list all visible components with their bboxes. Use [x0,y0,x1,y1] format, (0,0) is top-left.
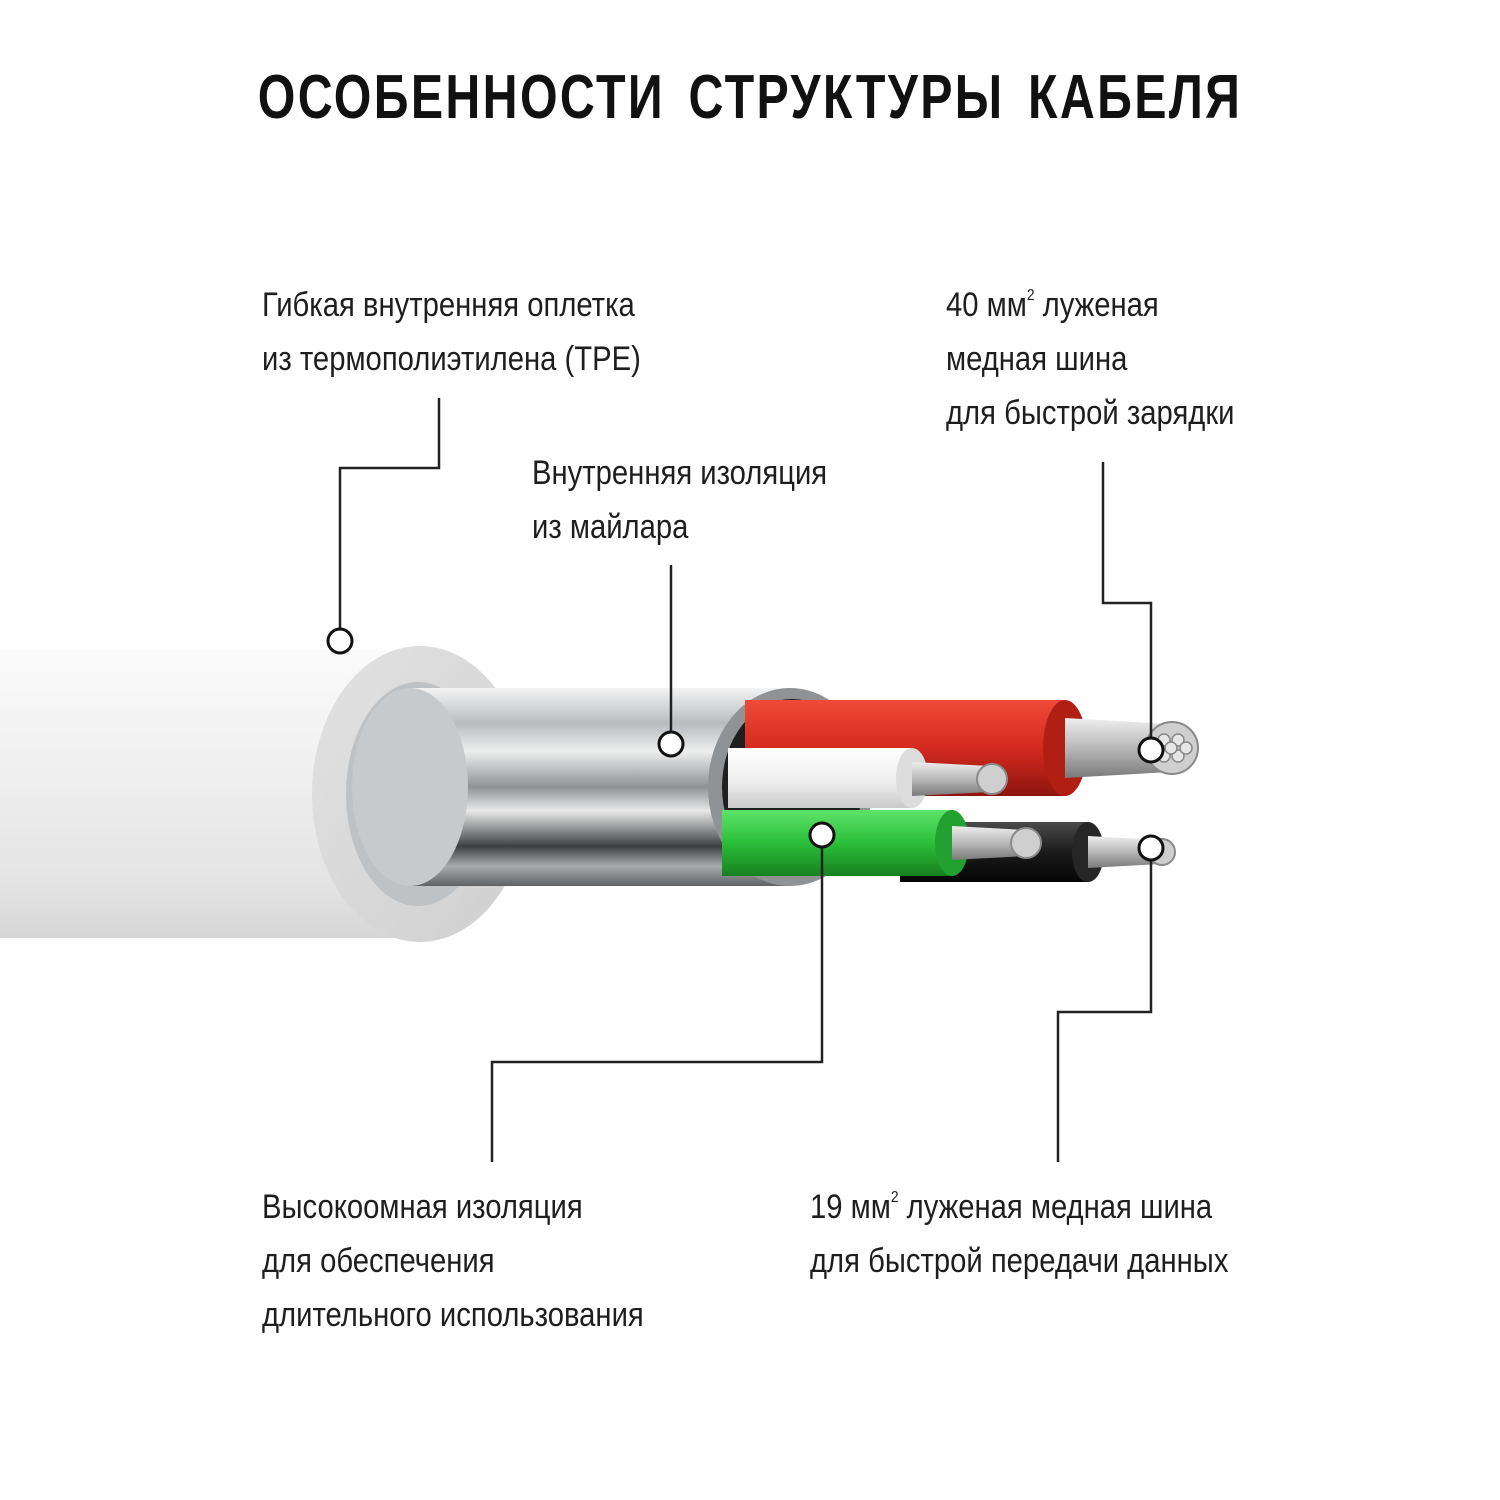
callout-data-conductor-line-2: для быстрой передачи данных [810,1242,1229,1280]
callout-line-outer-jacket [338,398,441,628]
callout-data-conductor: 19 мм2 луженая медная шина для быстрой п… [810,1180,1228,1288]
callout-power-conductor: 40 мм2 луженая медная шина для быстрой з… [946,278,1234,440]
callout-high-resistance-line-2: для обеспечения [262,1242,495,1280]
callout-high-resistance-line-1: Высокоомная изоляция [262,1188,583,1226]
callout-lines [338,398,1153,1162]
callout-inner-insulation-line-1: Внутренняя изоляция [532,454,828,492]
marker-power-conductor [1137,736,1165,764]
marker-data-conductor [1137,834,1165,862]
callout-power-conductor-line-2: медная шина [946,340,1128,378]
callout-outer-jacket: Гибкая внутренняя оплетка из термополиэт… [262,278,641,386]
callout-line-data-conductor [1056,860,1153,1162]
green-wire [722,810,1042,876]
page-title: ОСОБЕННОСТИ СТРУКТУРЫ КАБЕЛЯ [257,63,1243,132]
data-size-value: 19 мм [810,1188,891,1226]
white-wire [728,748,1008,808]
callout-line-power-conductor [1101,462,1153,737]
marker-high-resistance [808,821,836,849]
power-size-value: 40 мм [946,286,1027,324]
data-line-1-rest: луженая медная шина [898,1188,1213,1226]
callout-high-resistance-line-3: длительного использования [262,1296,644,1334]
callout-outer-jacket-line-1: Гибкая внутренняя оплетка [262,286,635,324]
data-size-exponent: 2 [890,1189,899,1206]
power-line-1-rest: луженая [1034,286,1159,324]
callout-inner-insulation-line-2: из майлара [532,508,689,546]
marker-outer-jacket [326,627,354,655]
power-size-exponent: 2 [1026,287,1035,304]
marker-inner-insulation [657,730,685,758]
callout-power-conductor-line-3: для быстрой зарядки [946,394,1235,432]
callout-markers [326,627,1165,862]
callout-outer-jacket-line-2: из термополиэтилена (TPE) [262,340,641,378]
callout-data-conductor-line-1: 19 мм2 луженая медная шина [810,1180,1228,1234]
callout-high-resistance-insulation: Высокоомная изоляция для обеспечения дли… [262,1180,644,1342]
callout-power-conductor-line-1: 40 мм2 луженая [946,278,1234,332]
callout-line-high-resistance [490,848,824,1162]
callout-inner-insulation: Внутренняя изоляция из майлара [532,446,827,554]
